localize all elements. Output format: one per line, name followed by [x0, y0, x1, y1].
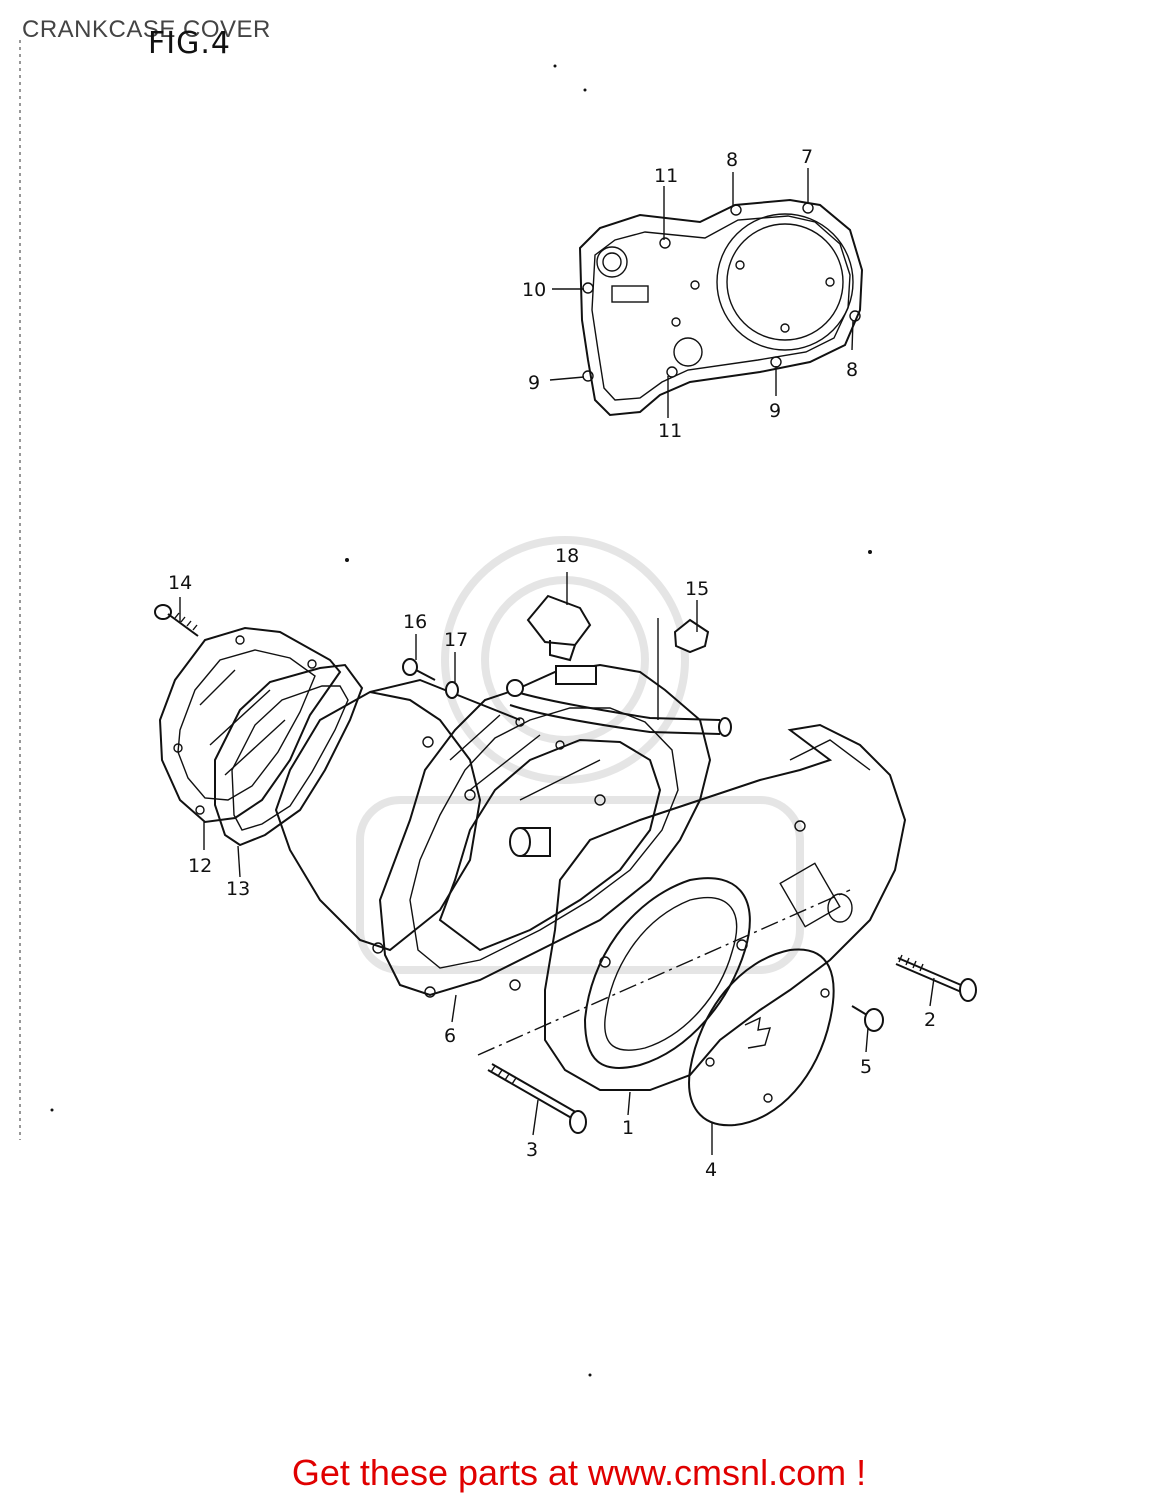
callout-11-bottom: 11: [658, 420, 682, 442]
callout-12: 12: [188, 855, 212, 877]
callout-14: 14: [168, 572, 192, 594]
housing-body: [274, 678, 521, 952]
callout-6: 6: [444, 1025, 456, 1047]
callout-17: 17: [444, 629, 468, 651]
gasket-13: [214, 663, 364, 847]
callout-2: 2: [924, 1009, 936, 1031]
callout-8-top: 8: [726, 149, 738, 171]
callout-3: 3: [526, 1139, 538, 1161]
leader-lines-main: [179, 572, 935, 1155]
dowel-15: [657, 618, 710, 720]
exploded-parts-diagram: 7 8 11 10 9 8 9 11 18 14 15 16 17 12 13 …: [19, 40, 977, 1377]
outer-cover-12: [158, 626, 342, 824]
callout-16: 16: [403, 611, 427, 633]
crankcase-cover-1: [544, 723, 907, 1091]
callout-9-left: 9: [528, 372, 540, 394]
crankcase-block: [372, 663, 732, 998]
callout-15: 15: [685, 578, 709, 600]
filler-cap-18: [526, 594, 592, 662]
callout-1: 1: [622, 1117, 634, 1139]
footer-link[interactable]: Get these parts at www.cmsnl.com !: [291, 1452, 867, 1493]
bolt-16: [402, 658, 436, 681]
callout-11-top: 11: [654, 165, 678, 187]
center-axis-line: [477, 889, 851, 1056]
figure-label: FIG.4: [148, 26, 231, 61]
leader-lines-top: [549, 168, 854, 418]
clutch-cover-4: [688, 948, 835, 1127]
washer-17: [445, 681, 459, 699]
callout-5: 5: [860, 1056, 872, 1078]
callout-13: 13: [226, 878, 250, 900]
gasket-detail: [578, 198, 864, 417]
callout-7: 7: [801, 146, 813, 168]
bolt-3: [487, 1063, 587, 1134]
screw-5: [851, 1005, 884, 1032]
callout-10: 10: [522, 279, 546, 301]
callout-18: 18: [555, 545, 579, 567]
page-title: CRANKCASE COVER: [22, 16, 271, 43]
watermark-logo: [356, 536, 804, 974]
callout-9-bottom: 9: [769, 400, 781, 422]
callout-8-right: 8: [846, 359, 858, 381]
bolt-2: [895, 954, 977, 1002]
bolt-14: [154, 604, 199, 637]
callout-4: 4: [705, 1159, 717, 1181]
